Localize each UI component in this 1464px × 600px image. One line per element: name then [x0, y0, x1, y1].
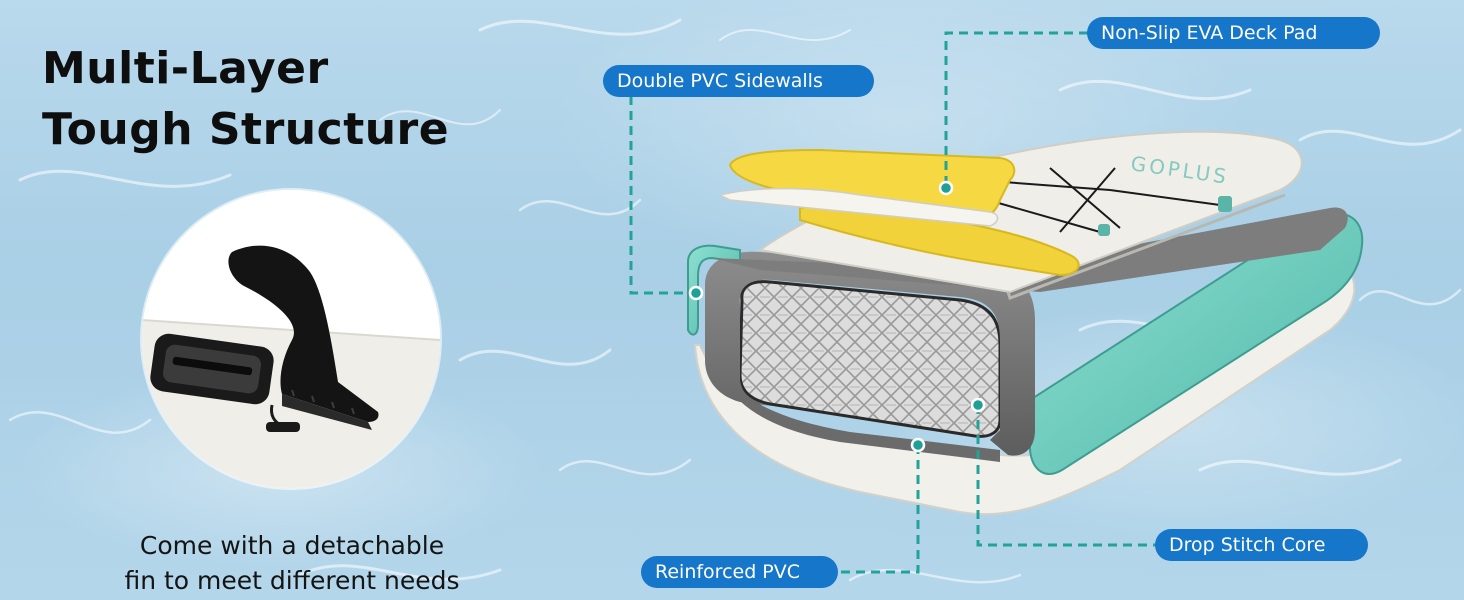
fin-illustration	[142, 190, 440, 488]
caption-line-1: Come with a detachable	[139, 531, 445, 560]
title-line-1: Multi-Layer	[42, 43, 329, 94]
sidewalls-leader	[629, 96, 696, 295]
deck-pad-marker	[938, 180, 954, 196]
drop-stitch-leader	[976, 405, 1156, 547]
reinforced-pvc-leader	[838, 445, 920, 574]
drop-stitch-marker	[970, 397, 986, 413]
label-sidewalls: Double PVC Sidewalls	[603, 65, 874, 97]
fin-detail-circle	[142, 190, 440, 488]
fin-icon	[228, 245, 379, 430]
upper-teal-sidewall	[687, 244, 741, 336]
deck-pad-leader	[944, 31, 1088, 188]
reinforced-pvc-marker	[910, 437, 926, 453]
bottom-grey-layer	[712, 358, 1000, 462]
sidewalls-marker	[688, 285, 704, 301]
page-title: Multi-Layer Tough Structure	[42, 38, 449, 160]
fin-caption: Come with a detachable fin to meet diffe…	[62, 528, 522, 598]
mid-grey-layer	[712, 207, 1348, 292]
label-deck-pad: Non-Slip EVA Deck Pad	[1087, 17, 1380, 49]
caption-line-2: fin to meet different needs	[124, 566, 460, 595]
label-reinforced-pvc: Reinforced PVC	[641, 556, 838, 588]
fin-box-icon	[150, 333, 300, 432]
pad-lower-lip	[717, 187, 999, 227]
title-line-2: Tough Structure	[42, 104, 450, 155]
label-drop-stitch: Drop Stitch Core	[1155, 529, 1368, 561]
